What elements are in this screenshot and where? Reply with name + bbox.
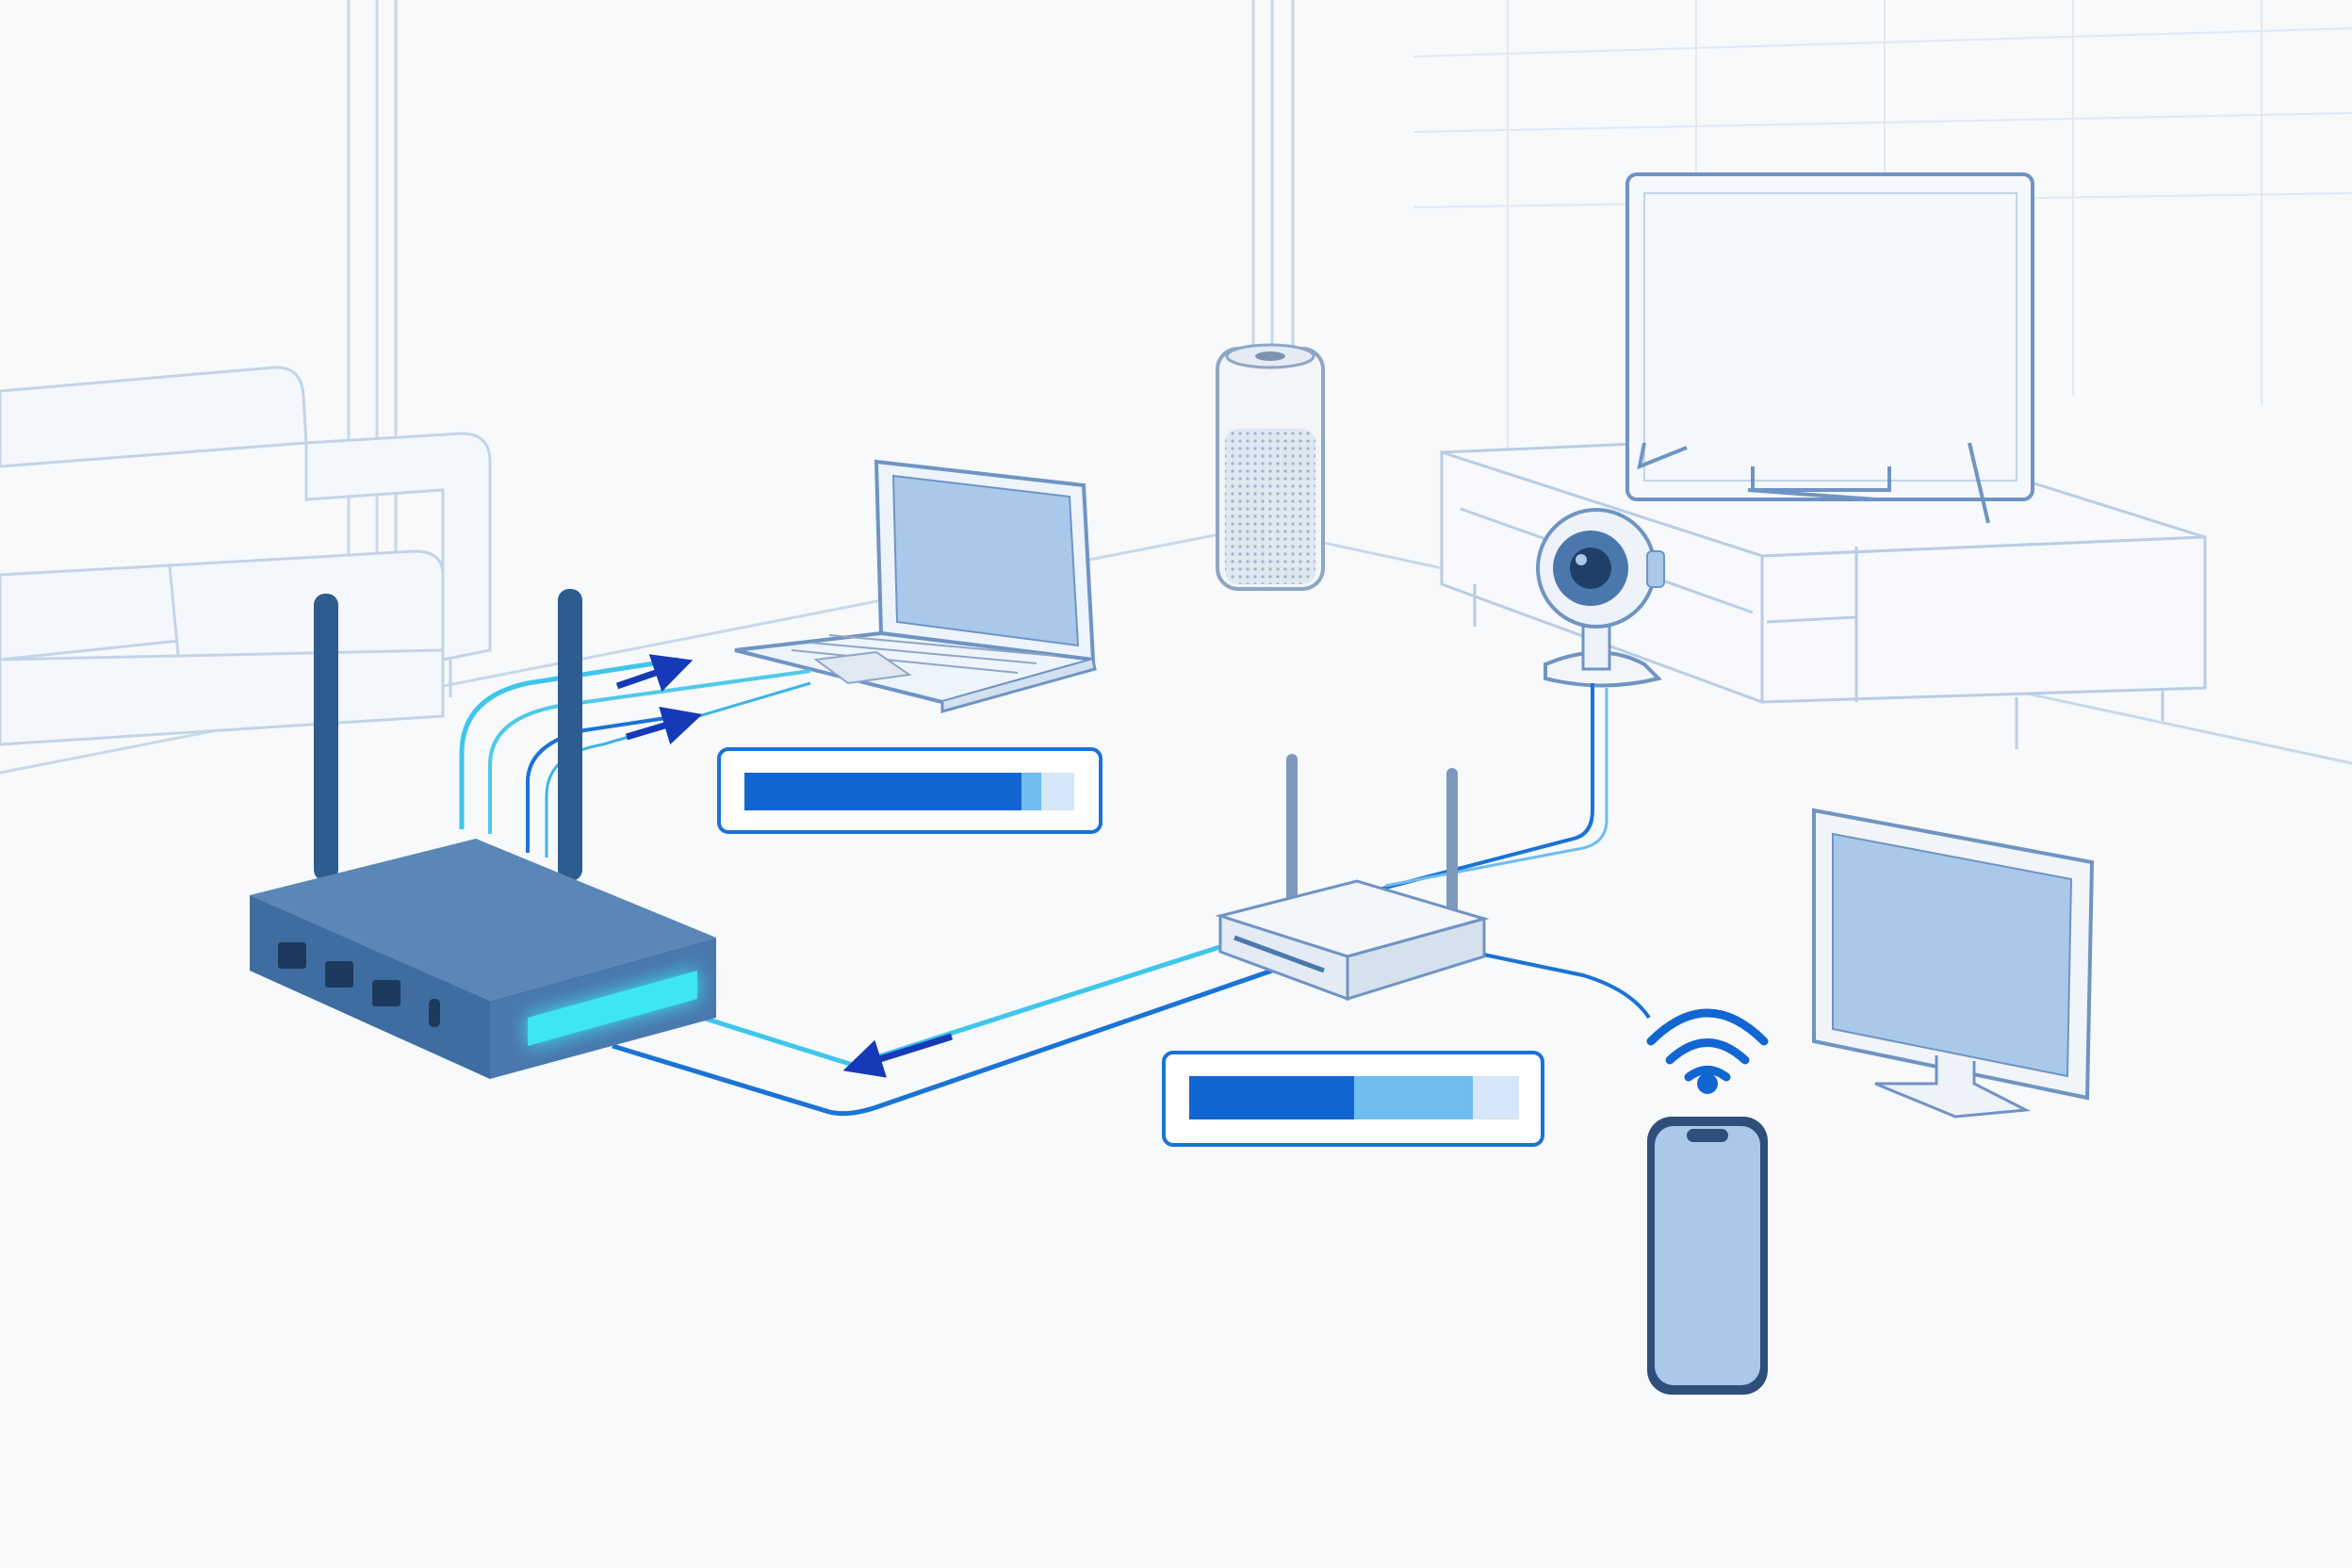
wifi-icon <box>1646 1008 1769 1094</box>
router-ethernet-ports <box>278 942 440 1027</box>
link-router-ap-upper <box>687 939 1235 1068</box>
access-point-link-meter-fill <box>1189 1076 1354 1119</box>
access-point-icon <box>1215 754 1490 1002</box>
smart-speaker-icon <box>1216 343 1325 591</box>
router-top <box>250 839 716 1001</box>
laptop-link-meter-fill <box>744 773 1021 810</box>
laptop-link-meter <box>717 747 1102 834</box>
laptop-download-arrow <box>625 706 703 745</box>
link-ap-camera-a <box>1356 683 1594 897</box>
tv-screen <box>1625 172 2034 501</box>
sofa-icon <box>0 366 492 746</box>
security-camera-icon <box>1536 508 1665 688</box>
router-antenna-right <box>558 589 582 881</box>
access-point-link-meter <box>1162 1051 1544 1147</box>
laptop-link-meter-accent <box>1021 773 1041 810</box>
link-ap-camera-b <box>1384 688 1609 888</box>
laptop-icon <box>734 459 1097 713</box>
network-links <box>459 654 1651 1117</box>
link-router-laptop-b <box>488 669 811 834</box>
ap-to-router-arrow <box>842 1033 954 1078</box>
smartphone-icon <box>1647 1117 1768 1395</box>
laptop-keyboard <box>791 634 1056 674</box>
router-antenna-left <box>314 594 338 881</box>
laptop-screen <box>891 474 1080 647</box>
link-router-laptop-c <box>526 714 679 853</box>
router-front <box>250 895 490 1079</box>
link-router-ap-lower <box>612 968 1273 1117</box>
tv-stand-feet <box>1637 442 1990 524</box>
main-router-icon <box>250 589 716 1079</box>
monitor-icon <box>1812 808 2095 1119</box>
router-status-led <box>528 971 697 1046</box>
link-ap-wifi <box>1469 950 1651 1020</box>
access-point-link-meter-accent <box>1354 1076 1473 1119</box>
laptop-trackpad <box>813 650 912 685</box>
laptop-upload-arrow <box>615 654 694 692</box>
tv-icon <box>1625 172 2034 524</box>
link-router-laptop-a <box>459 657 679 829</box>
